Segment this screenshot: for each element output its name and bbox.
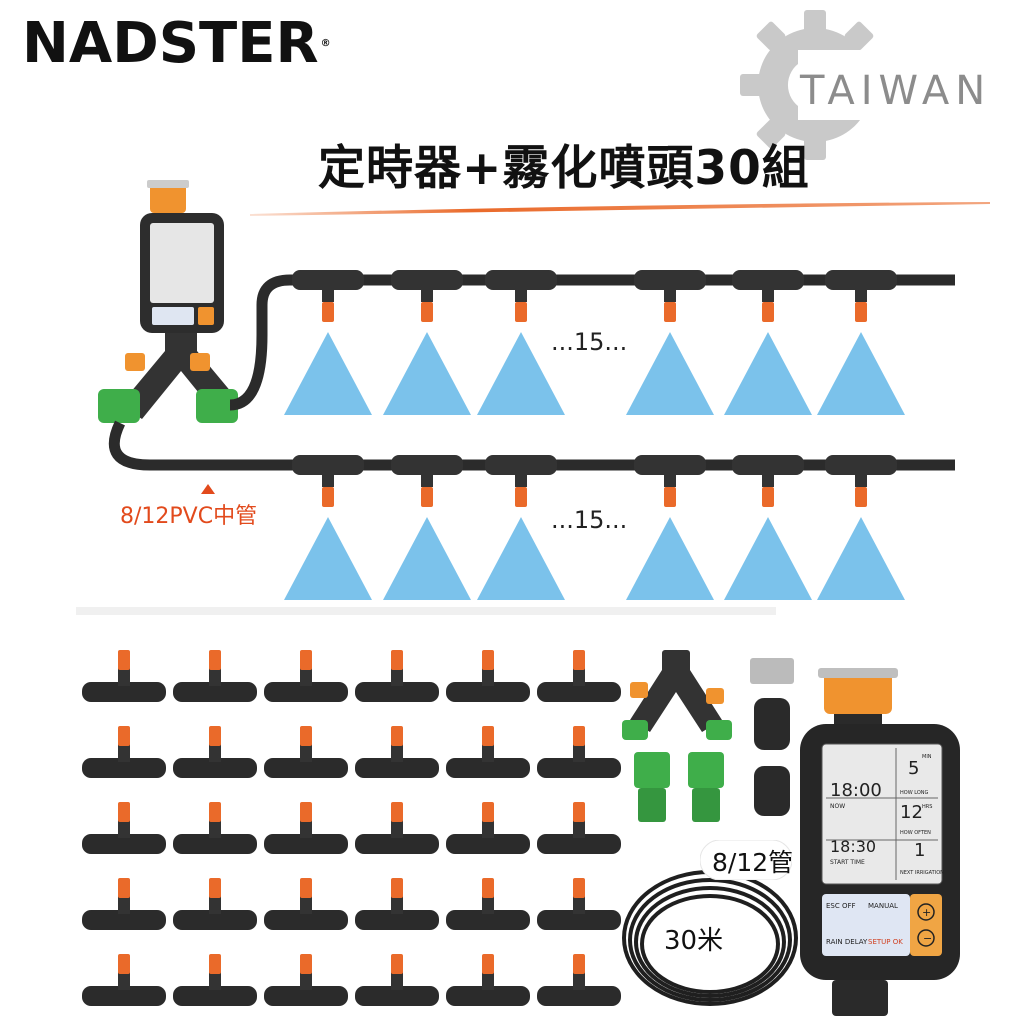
svg-text:HOW OFTEN: HOW OFTEN — [900, 830, 931, 836]
svg-text:RAIN DELAY: RAIN DELAY — [826, 938, 868, 946]
nozzle-tee — [264, 650, 348, 702]
diagram-nozzle — [626, 455, 714, 600]
nozzle-tee — [173, 878, 257, 930]
svg-text:ESC OFF: ESC OFF — [826, 902, 856, 910]
nozzle-tee — [537, 726, 621, 778]
headline: 定時器+霧化噴頭30組 — [318, 141, 810, 196]
nozzle-tee — [173, 650, 257, 702]
nozzle-tee — [355, 726, 439, 778]
spray-cone — [284, 332, 372, 415]
accessories — [622, 650, 794, 822]
nozzle-tee — [264, 802, 348, 854]
spray-cone — [477, 332, 565, 415]
tube-length-label: 30米 — [664, 926, 724, 956]
y-splitter — [622, 650, 732, 740]
spray-cone — [383, 517, 471, 600]
diagram-nozzle — [724, 455, 812, 600]
nozzle-tee — [82, 878, 166, 930]
nozzle-tee — [355, 650, 439, 702]
svg-text:HOW LONG: HOW LONG — [900, 790, 929, 796]
svg-text:MANUAL: MANUAL — [868, 902, 898, 910]
svg-text:NOW: NOW — [830, 803, 845, 810]
nozzle-grid — [82, 650, 621, 1006]
pointer-arrow-icon — [201, 484, 215, 494]
nozzle-tee — [446, 878, 530, 930]
taiwan-badge: TAIWAN — [800, 68, 992, 114]
nozzle-tee — [82, 650, 166, 702]
spray-cone — [626, 517, 714, 600]
end-plugs — [750, 658, 794, 816]
row1-count-label: ...15... — [551, 328, 628, 356]
svg-text:−: − — [923, 932, 932, 945]
brand-name: NADSTER — [22, 11, 319, 76]
row2-count-label: ...15... — [551, 506, 628, 534]
hose-connectors — [634, 752, 724, 822]
tube-size-label: 8/12管 — [712, 848, 794, 877]
diagram-nozzle — [477, 455, 565, 600]
pipe-label: 8/12PVC中管 — [120, 504, 258, 529]
headline-underline — [250, 202, 990, 216]
nozzle-tee — [446, 802, 530, 854]
spray-cone — [724, 517, 812, 600]
system-diagram — [76, 180, 955, 615]
svg-text:HRS: HRS — [922, 804, 932, 810]
nozzle-tee — [173, 954, 257, 1006]
nozzle-tee — [355, 878, 439, 930]
tube-size-tag — [700, 840, 792, 880]
nozzle-tee — [82, 802, 166, 854]
nozzle-tee — [446, 726, 530, 778]
diagram-nozzle — [383, 455, 471, 600]
spray-cone — [284, 517, 372, 600]
timer-product: 18:00 NOW 18:30 START TIME 5 MIN HOW LON… — [800, 668, 960, 1016]
diagram-nozzle — [817, 270, 905, 415]
svg-text:START TIME: START TIME — [830, 859, 865, 866]
nozzle-tee — [446, 650, 530, 702]
diagram-nozzle — [626, 270, 714, 415]
gear-icon — [740, 10, 890, 160]
diagram-y-connector — [98, 333, 242, 423]
display-time-now: 18:00 — [830, 780, 882, 801]
svg-text:NEXT IRRIGATION: NEXT IRRIGATION — [900, 870, 944, 876]
svg-text:+: + — [922, 906, 931, 919]
trademark-mark: ® — [320, 38, 331, 49]
svg-text:MIN: MIN — [922, 754, 932, 760]
nozzle-tee — [355, 954, 439, 1006]
diagram-timer — [140, 180, 224, 333]
diagram-nozzle — [284, 455, 372, 600]
spray-cone — [477, 517, 565, 600]
nozzle-tee — [173, 726, 257, 778]
brand-logo: NADSTER® — [22, 8, 331, 80]
diagram-nozzle — [477, 270, 565, 415]
nozzle-tee — [446, 954, 530, 1006]
diagram-nozzle — [284, 270, 372, 415]
svg-text:5: 5 — [908, 758, 919, 779]
svg-text:1: 1 — [914, 840, 925, 861]
display-start-time: 18:30 — [830, 837, 876, 856]
nozzle-tee — [537, 650, 621, 702]
spray-cone — [724, 332, 812, 415]
nozzle-tee — [82, 726, 166, 778]
spray-cone — [817, 517, 905, 600]
diagram-nozzle — [383, 270, 471, 415]
nozzle-tee — [537, 802, 621, 854]
nozzle-tee — [264, 726, 348, 778]
svg-text:SETUP OK: SETUP OK — [868, 938, 903, 946]
nozzle-tee — [537, 878, 621, 930]
nozzle-tee — [173, 802, 257, 854]
spray-cone — [383, 332, 471, 415]
diagram-nozzle — [817, 455, 905, 600]
nozzle-tee — [264, 878, 348, 930]
spray-cone — [817, 332, 905, 415]
diagram-nozzle — [724, 270, 812, 415]
nozzle-tee — [537, 954, 621, 1006]
svg-text:12: 12 — [900, 802, 923, 823]
nozzle-tee — [264, 954, 348, 1006]
spray-cone — [626, 332, 714, 415]
nozzle-tee — [82, 954, 166, 1006]
nozzle-tee — [355, 802, 439, 854]
